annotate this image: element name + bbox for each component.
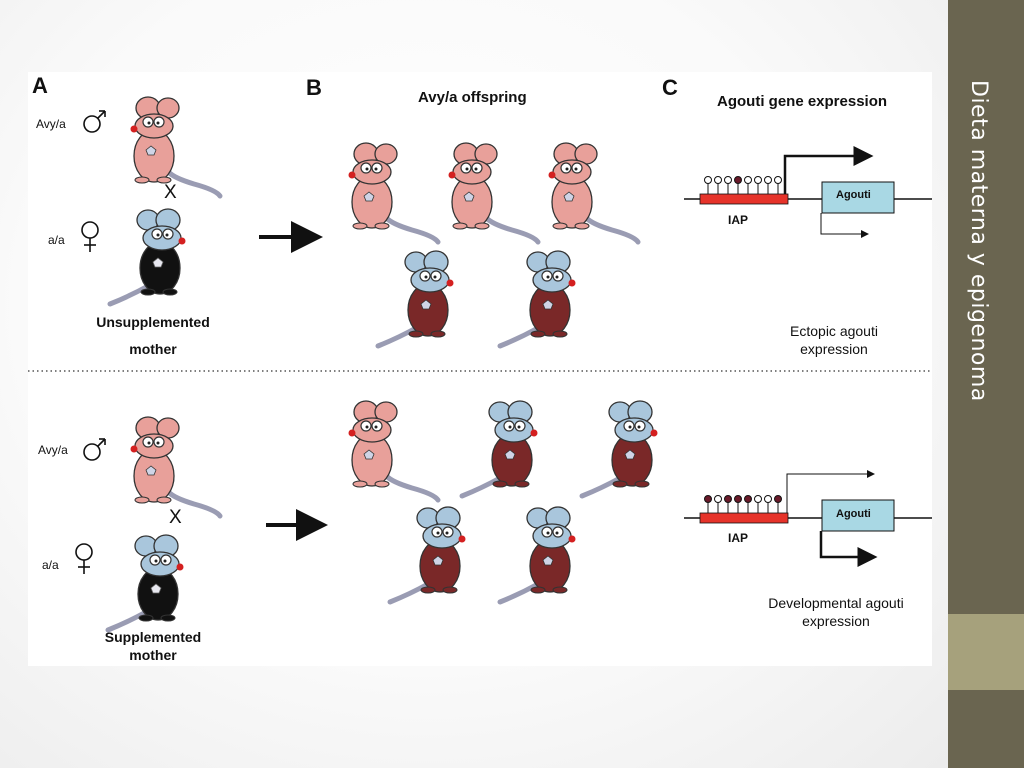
cross-symbol-top: X bbox=[164, 182, 177, 203]
iap-label-bottom: IAP bbox=[728, 531, 749, 545]
mother-label-top-line2: mother bbox=[129, 341, 177, 357]
mother-label-bottom-line2: mother bbox=[129, 647, 177, 663]
father-genotype-top: Avy/a bbox=[36, 117, 66, 131]
panel-label-b: B bbox=[306, 75, 322, 100]
expression-header: Agouti gene expression bbox=[717, 93, 888, 110]
mother-label-top: Unsupplemented mother bbox=[68, 309, 238, 363]
methylation-sites-bottom bbox=[704, 495, 782, 513]
mother-label-bottom: Supplemented mother bbox=[78, 628, 228, 664]
mother-mouse-top bbox=[110, 209, 186, 304]
panel-label-a: A bbox=[32, 73, 48, 98]
offspring-mouse bbox=[449, 143, 539, 242]
offspring-mouse bbox=[582, 401, 658, 496]
caption-bottom-line1: Developmental agouti bbox=[768, 595, 904, 611]
iap-element-bottom bbox=[699, 512, 789, 524]
male-symbol-icon bbox=[83, 438, 106, 461]
agouti-gene-label-top: Agouti bbox=[836, 189, 871, 201]
father-genotype-bottom: Avy/a bbox=[38, 443, 68, 457]
offspring-mouse bbox=[500, 251, 576, 346]
offspring-mouse bbox=[349, 143, 439, 242]
weak-ectopic-arrow bbox=[786, 470, 875, 513]
offspring-mouse bbox=[390, 507, 466, 602]
caption-bottom-line2: expression bbox=[802, 613, 870, 629]
offspring-mouse bbox=[549, 143, 639, 242]
panel-label-c: C bbox=[662, 75, 678, 100]
figure-graphics bbox=[28, 72, 932, 666]
offspring-mouse bbox=[378, 251, 454, 346]
side-accent bbox=[948, 614, 1024, 690]
strong-developmental-arrow bbox=[819, 531, 878, 567]
mother-genotype-bottom: a/a bbox=[42, 558, 59, 572]
weak-developmental-arrow bbox=[820, 213, 869, 238]
father-mouse-bottom bbox=[131, 417, 221, 516]
mother-genotype-top: a/a bbox=[48, 233, 65, 247]
mother-label-bottom-line1: Supplemented bbox=[104, 629, 202, 645]
offspring-mouse bbox=[500, 507, 576, 602]
figure-panel: A B C Avy/a offspring Agouti gene expres… bbox=[28, 72, 932, 666]
female-symbol-icon bbox=[81, 221, 99, 253]
agouti-gene-box-bottom bbox=[821, 499, 895, 532]
methylation-sites-top bbox=[704, 176, 782, 194]
offspring-mouse bbox=[349, 401, 439, 500]
offspring-mouse bbox=[462, 401, 538, 496]
strong-ectopic-arrow bbox=[783, 146, 874, 194]
slide-title: Dieta materna y epigenoma bbox=[966, 80, 991, 402]
cross-symbol-bottom: X bbox=[169, 507, 182, 528]
female-symbol-icon bbox=[75, 543, 93, 575]
agouti-gene-label-bottom: Agouti bbox=[836, 508, 871, 520]
agouti-gene-box-top bbox=[821, 181, 895, 214]
caption-top-line1: Ectopic agouti bbox=[790, 323, 878, 339]
mother-label-top-line1: Unsupplemented bbox=[96, 314, 210, 330]
iap-label-top: IAP bbox=[728, 213, 749, 227]
iap-element-top bbox=[699, 193, 789, 205]
offspring-header: Avy/a offspring bbox=[418, 89, 527, 106]
caption-top-line2: expression bbox=[800, 341, 868, 357]
male-symbol-icon bbox=[83, 110, 106, 133]
mother-mouse-bottom bbox=[108, 535, 184, 630]
caption-bottom: Developmental agouti expression bbox=[748, 594, 924, 630]
caption-top: Ectopic agouti expression bbox=[764, 322, 904, 358]
